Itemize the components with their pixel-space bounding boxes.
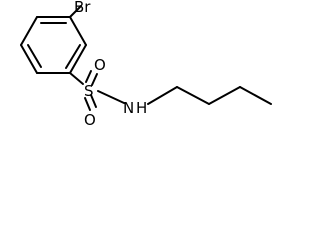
atom-label-bromine: Br — [74, 0, 91, 16]
bond-sulfur-nitrogen — [97, 90, 125, 104]
atom-label-nitrogen: N — [123, 99, 134, 117]
atom-label-sulfur: S — [84, 82, 94, 100]
bond-sulfur-oxygen-top-b — [91, 73, 98, 86]
bond-ring-bromine — [69, 5, 82, 18]
atom-label-hydrogen: H — [136, 99, 147, 117]
ring-double-bond-2 — [65, 44, 81, 69]
bond-c3-c4 — [239, 86, 272, 105]
bond-c1-c2 — [176, 86, 210, 105]
atom-label-oxygen-bottom: O — [84, 111, 96, 129]
ring-double-bond-3 — [27, 44, 42, 68]
bond-sulfur-oxygen-bottom-a — [84, 97, 91, 111]
bond-c2-c3 — [208, 86, 241, 105]
bond-ring-sulfur — [69, 72, 84, 85]
ring-bond-3 — [69, 44, 87, 74]
bond-sulfur-oxygen-bottom-b — [90, 94, 97, 108]
bond-nitrogen-c1 — [147, 86, 178, 105]
atom-label-oxygen-top: O — [94, 56, 106, 74]
benzene-ring — [20, 16, 87, 74]
butyl-chain — [147, 86, 272, 105]
ring-bond-6 — [20, 16, 38, 46]
chemical-structure-diagram: Br S O O N H — [20, 0, 272, 129]
ring-bond-5 — [20, 44, 38, 74]
bond-sulfur-oxygen-top-a — [85, 70, 92, 83]
ring-bond-2 — [69, 16, 87, 46]
